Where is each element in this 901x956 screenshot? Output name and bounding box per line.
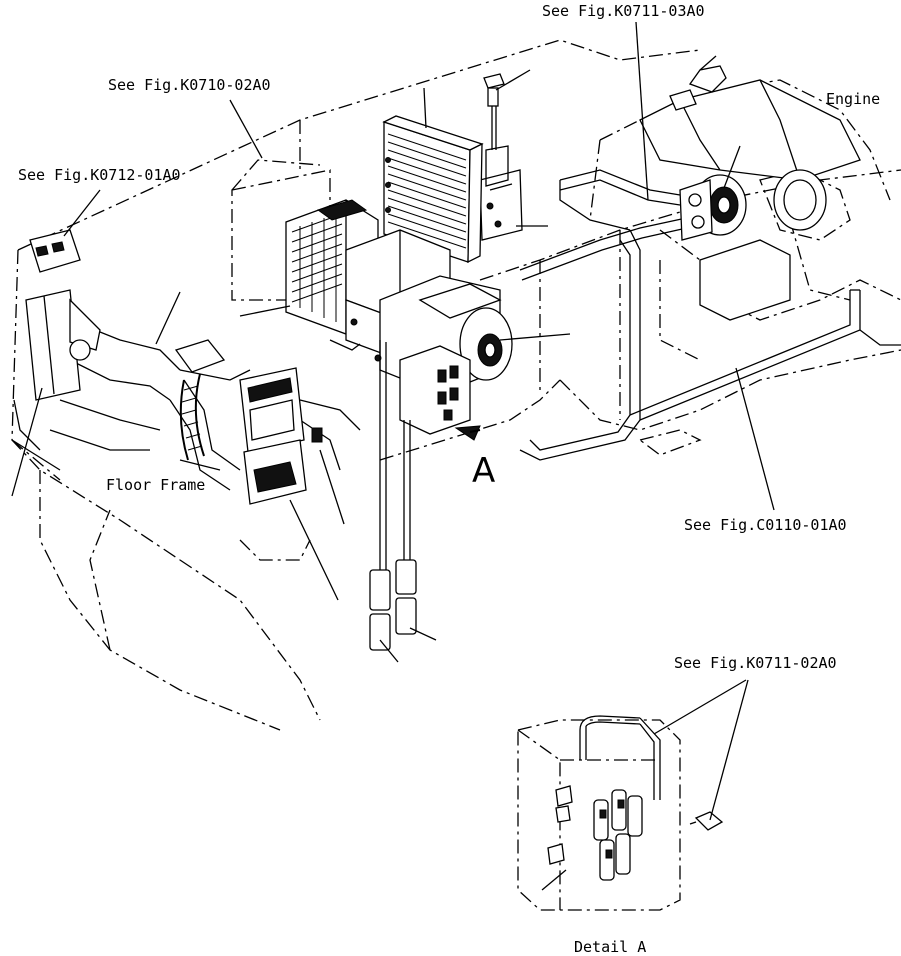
view-arrow-a [454,425,481,441]
label-detail-a: Detail A [574,938,646,956]
label-arrow-a: A [472,451,495,491]
leader-lines [11,21,775,891]
label-see-fig-c0110-01a0: See Fig.C0110-01A0 [684,516,847,534]
label-see-fig-k0711-02a0: See Fig.K0711-02A0 [674,654,837,672]
bracket [479,145,523,241]
label-see-fig-k0711-03a0: See Fig.K0711-03A0 [542,2,705,20]
corrugated-hose [174,339,226,461]
engine-block [639,55,861,321]
left-vent [25,229,101,401]
hanging-tubes [369,340,417,651]
bolt-top [483,73,505,150]
detail-a-parts [547,715,724,881]
label-engine: Engine [826,90,880,108]
engine-piping [519,169,901,461]
machine-frame-outline [11,39,901,911]
condenser [382,115,484,264]
air-conditioner-unit [329,229,513,435]
control-panel [239,367,323,505]
label-see-fig-k0710-02a0: See Fig.K0710-02A0 [108,76,271,94]
label-see-fig-k0712-01a0: See Fig.K0712-01A0 [18,166,181,184]
label-floor-frame: Floor Frame [106,476,205,494]
compressor [679,174,747,241]
